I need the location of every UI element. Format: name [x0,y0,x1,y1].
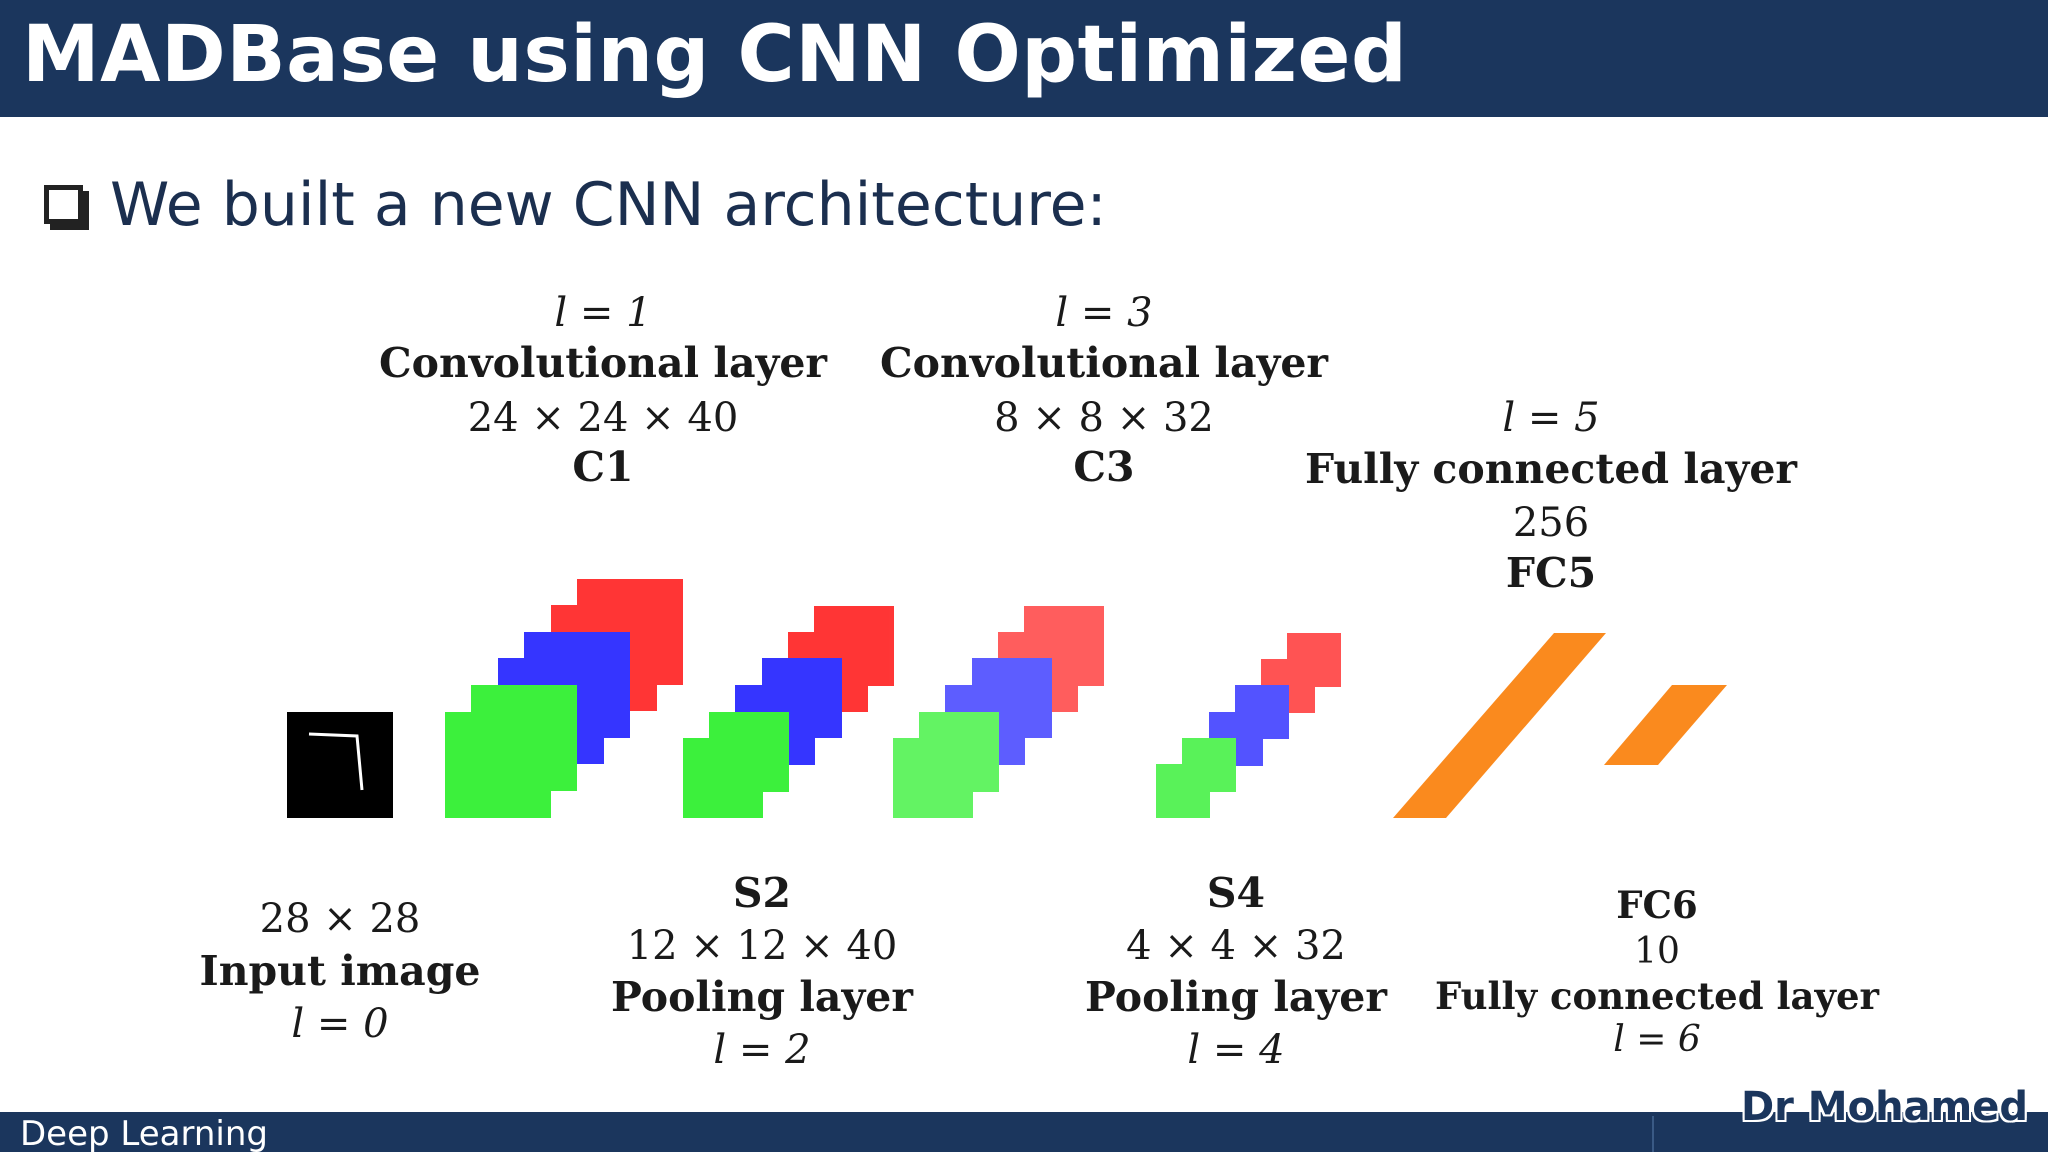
s2-type: Pooling layer [611,973,913,1021]
fc6-size: 10 [1634,931,1680,972]
fc5-name: FC5 [1505,549,1597,597]
s4-feature-maps [1156,633,1341,818]
c3-feature-maps [893,606,1104,818]
s4-name: S4 [1206,869,1266,917]
c1-type: Convolutional layer [378,339,828,387]
s2-feature-maps [683,606,894,818]
s4-type: Pooling layer [1085,973,1387,1021]
c1-name: C1 [572,443,634,491]
s2-index: l = 2 [713,1027,811,1073]
c1-dims: 24 × 24 × 40 [467,395,739,441]
c1-feature-maps [445,579,683,818]
fc6-name: FC6 [1616,883,1698,927]
c3-dims: 8 × 8 × 32 [994,395,1214,441]
input-image-digit [287,712,393,818]
footer-author: Dr Mohamed [1740,1084,2028,1130]
c3-name: C3 [1073,443,1135,491]
bullet-text: We built a new CNN architecture: [110,170,1107,240]
fc5-size: 256 [1512,500,1590,546]
input-dims: 28 × 28 [259,896,421,942]
footer-course: Deep Learning [20,1114,269,1154]
s2-name: S2 [732,869,792,917]
s2-dims: 12 × 12 × 40 [626,923,898,969]
fc6-layer-shape [1604,685,1727,765]
c3-type: Convolutional layer [879,339,1329,387]
footer-bar [0,1112,2048,1152]
s4-dims: 4 × 4 × 32 [1126,923,1346,969]
fc5-type: Fully connected layer [1304,445,1798,493]
fc6-index: l = 6 [1613,1019,1701,1060]
c3-index: l = 3 [1055,290,1153,336]
c1-index: l = 1 [554,290,652,336]
input-name: Input image [199,947,481,995]
fc5-index: l = 5 [1502,395,1600,441]
checkbox-bullet-icon [44,185,83,224]
fc6-type: Fully connected layer [1434,974,1880,1018]
s4-index: l = 4 [1187,1027,1285,1073]
footer-divider [1652,1116,1654,1152]
title-bar [0,0,2048,117]
fc5-layer-shape [1393,633,1606,818]
slide-title: MADBase using CNN Optimized [22,10,1408,100]
input-index: l = 0 [291,1001,389,1047]
